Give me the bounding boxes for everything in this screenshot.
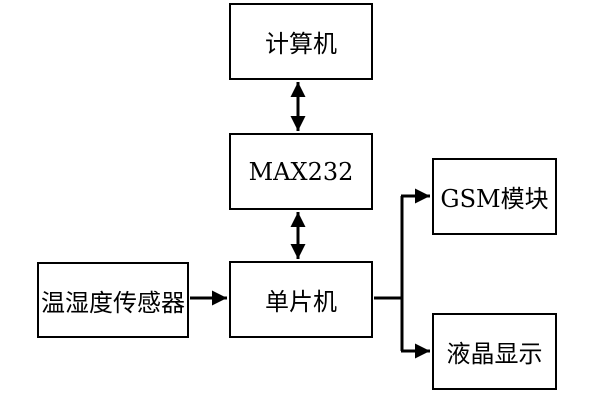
node-max232: MAX232: [229, 133, 373, 210]
node-computer: 计算机: [229, 3, 373, 80]
node-sensor-label: 温湿度传感器: [41, 288, 185, 317]
node-lcd: 液晶显示: [432, 313, 557, 390]
node-mcu: 单片机: [229, 261, 373, 338]
node-max232-label: MAX232: [248, 157, 354, 186]
node-sensor: 温湿度传感器: [37, 262, 189, 338]
node-gsm-label: GSM模块: [440, 185, 549, 213]
node-gsm: GSM模块: [432, 158, 557, 235]
node-computer-label: 计算机: [265, 30, 337, 58]
node-lcd-label: 液晶显示: [446, 340, 543, 368]
node-mcu-label: 单片机: [265, 288, 337, 316]
